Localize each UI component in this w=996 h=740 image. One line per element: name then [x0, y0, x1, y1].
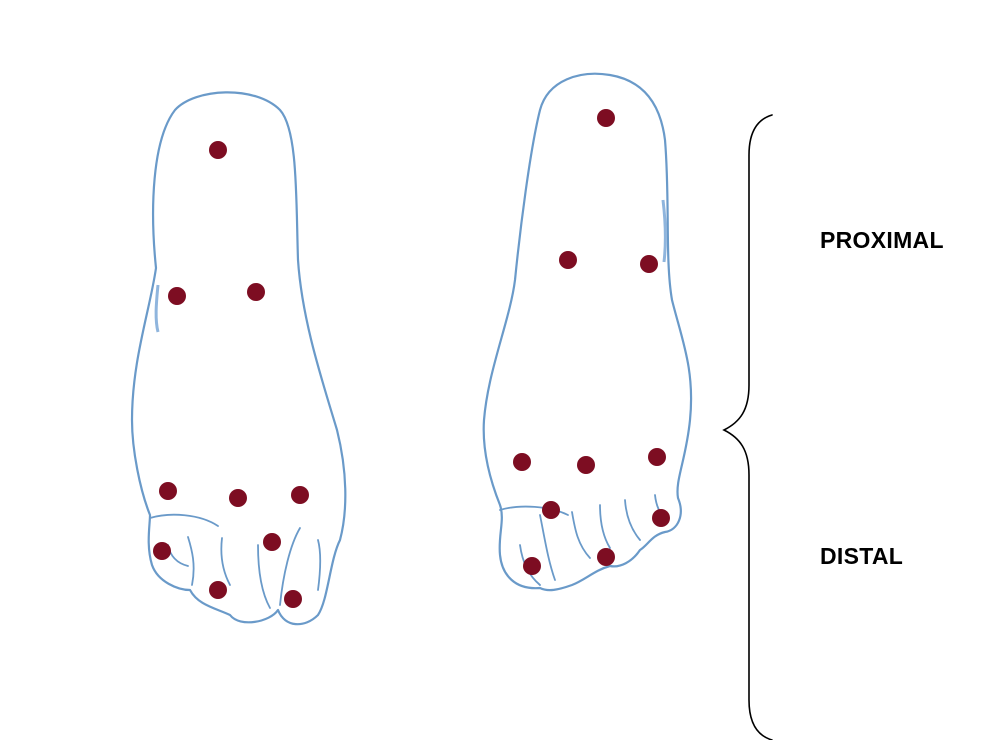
right-dot-heel-left — [523, 557, 541, 575]
left-dot-heel-center — [263, 533, 281, 551]
proximal-label: PROXIMAL — [820, 227, 944, 254]
left-dot-lateral-arch — [291, 486, 309, 504]
right-foot-arch-mark — [663, 200, 665, 262]
left-dot-heel-right — [284, 590, 302, 608]
right-dot-heel-right — [597, 548, 615, 566]
left-dot-hallux — [209, 141, 227, 159]
left-dot-heel-medial — [153, 542, 171, 560]
left-dot-medial-arch — [159, 482, 177, 500]
right-dot-fifth-metatarsal — [640, 255, 658, 273]
left-dot-third-metatarsal — [247, 283, 265, 301]
curly-brace-icon — [724, 115, 772, 740]
left-foot-arch-mark — [156, 285, 158, 332]
left-dot-mid-arch — [229, 489, 247, 507]
right-dot-first-metatarsal — [559, 251, 577, 269]
right-dot-heel-upper — [542, 501, 560, 519]
left-dot-first-metatarsal — [168, 287, 186, 305]
right-dot-mid-arch — [577, 456, 595, 474]
right-dot-hallux — [597, 109, 615, 127]
right-dot-heel-lateral — [652, 509, 670, 527]
left-dot-heel-left — [209, 581, 227, 599]
right-dot-medial-arch — [513, 453, 531, 471]
right-dot-lateral-arch — [648, 448, 666, 466]
test-site-dots — [153, 109, 670, 608]
distal-label: DISTAL — [820, 543, 903, 570]
